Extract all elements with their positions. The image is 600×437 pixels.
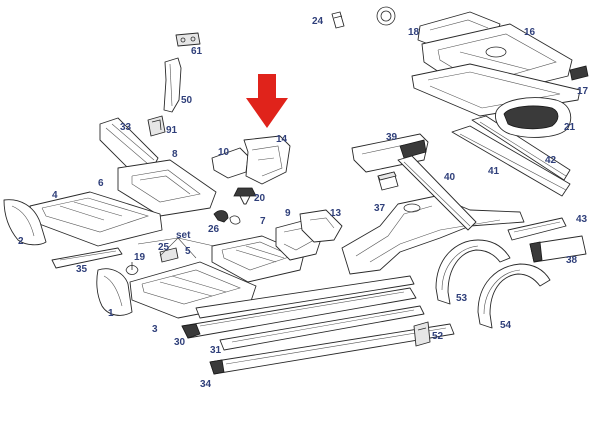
label-34: 34 (200, 379, 212, 390)
label-26: 26 (208, 224, 220, 235)
part-19-clip (125, 262, 139, 275)
part-26-clip (213, 210, 241, 225)
part-labels: 61 50 91 33 8 4 6 2 35 set 5 25 19 1 3 1… (18, 16, 589, 390)
label-37: 37 (374, 203, 386, 214)
label-2: 2 (18, 236, 24, 247)
part-54-wheel-arch (477, 263, 551, 329)
label-16: 16 (524, 27, 536, 38)
label-5: 5 (185, 246, 191, 257)
part-41-42-rail (451, 115, 571, 197)
part-ring (376, 6, 396, 26)
label-54: 54 (500, 320, 512, 331)
label-50: 50 (181, 95, 193, 106)
label-13: 13 (330, 208, 342, 219)
part-13-bracket (299, 209, 343, 243)
part-43-strip (507, 217, 567, 241)
label-39: 39 (386, 132, 398, 143)
part-14-floor-support (211, 135, 291, 185)
label-53: 53 (456, 293, 468, 304)
label-8: 8 (172, 149, 178, 160)
label-42: 42 (545, 155, 557, 166)
label-18: 18 (408, 27, 420, 38)
part-21-spare-well (495, 97, 572, 138)
label-7: 7 (260, 216, 266, 227)
part-sill-upper (195, 275, 415, 319)
label-1: 1 (108, 308, 114, 319)
label-20: 20 (254, 193, 266, 204)
label-10: 10 (218, 147, 230, 158)
part-box-part (377, 171, 399, 191)
part-24-clip (331, 11, 345, 29)
part-30-sill (181, 287, 417, 339)
highlight-arrow-icon (246, 74, 288, 128)
leader-lines (137, 237, 215, 259)
label-43: 43 (576, 214, 588, 225)
label-40: 40 (444, 172, 456, 183)
label-3: 3 (152, 324, 158, 335)
part-31-sill (219, 305, 425, 351)
part-37-inner-panel (341, 195, 525, 275)
part-2-side-panel (3, 199, 47, 246)
label-17: 17 (577, 86, 589, 97)
label-9: 9 (285, 208, 291, 219)
part-35-strip (51, 247, 123, 269)
label-30: 30 (174, 337, 186, 348)
part-34-sill (209, 323, 455, 375)
part-38-strip (529, 235, 587, 263)
part-20-grommet (233, 187, 257, 205)
label-4: 4 (52, 190, 58, 201)
label-52: 52 (432, 331, 444, 342)
label-91: 91 (166, 125, 178, 136)
part-50-pillar (163, 57, 182, 113)
label-set: set (176, 230, 191, 241)
label-31: 31 (210, 345, 222, 356)
label-33: 33 (120, 122, 132, 133)
label-24: 24 (312, 16, 324, 27)
part-52-bracket (413, 321, 431, 347)
part-91-bracket (147, 115, 166, 137)
part-8-floor-panel (117, 159, 217, 217)
part-61-bracket (175, 32, 201, 47)
label-41: 41 (488, 166, 500, 177)
part-40-rail (397, 155, 477, 231)
label-35: 35 (76, 264, 88, 275)
label-38: 38 (566, 255, 578, 266)
label-19: 19 (134, 252, 146, 263)
label-25: 25 (158, 242, 170, 253)
part-53-wheel-arch (435, 239, 511, 305)
part-1-side-panel (96, 268, 133, 316)
label-21: 21 (564, 122, 576, 133)
label-14: 14 (276, 134, 288, 145)
label-6: 6 (98, 178, 104, 189)
label-61: 61 (191, 46, 203, 57)
